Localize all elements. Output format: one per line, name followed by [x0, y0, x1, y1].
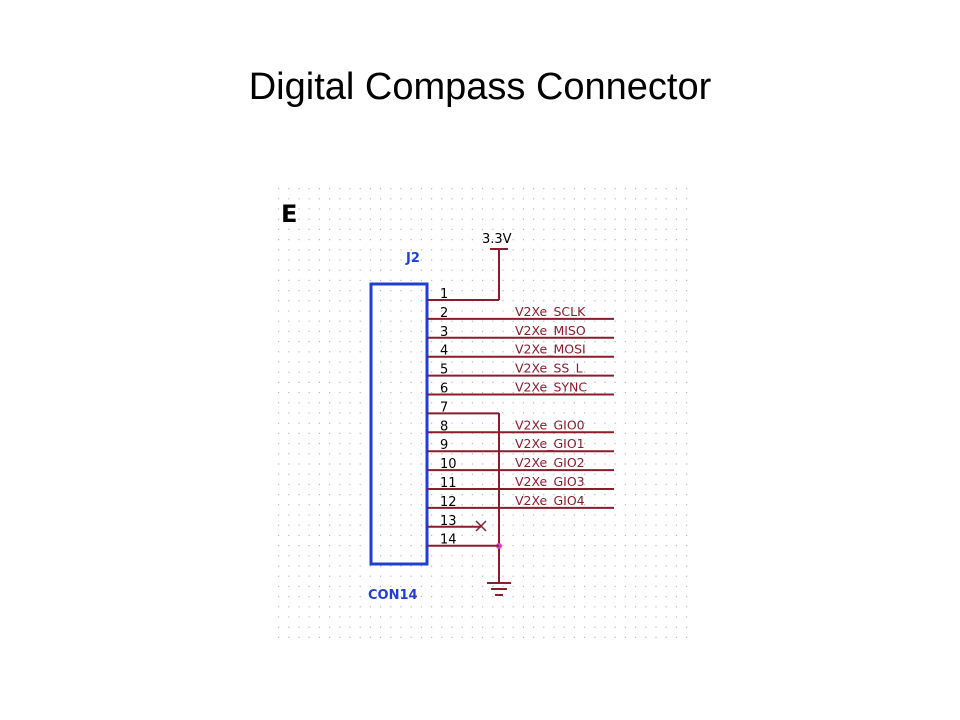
net-label: V2Xe_SCLK	[515, 304, 586, 319]
pin-number: 1	[440, 287, 448, 302]
net-label: V2Xe_SYNC	[515, 380, 587, 395]
power-label: 3.3V	[482, 232, 512, 247]
pin-number: 2	[440, 306, 448, 321]
pin-number: 14	[440, 533, 457, 548]
section-label: E	[281, 200, 297, 228]
pin-number: 11	[440, 476, 457, 491]
connector-body	[369, 282, 429, 566]
net-label: V2Xe_GIO3	[515, 474, 585, 489]
pin-number: 6	[440, 382, 448, 397]
pin-number: 13	[440, 514, 457, 529]
net-label: V2Xe_GIO2	[515, 455, 585, 470]
net-label: V2Xe_MISO	[515, 323, 586, 338]
net-label: V2Xe_MOSI	[515, 342, 586, 357]
pin-number: 10	[440, 457, 457, 472]
component-value-label: CON14	[368, 588, 418, 603]
pin-number: 12	[440, 495, 457, 510]
pin-number: 7	[440, 400, 448, 415]
pin-number: 5	[440, 363, 448, 378]
net-label: V2Xe_GIO4	[515, 493, 585, 508]
net-label: V2Xe_GIO0	[515, 417, 585, 432]
component-ref-label: J2	[405, 251, 420, 266]
pin-number: 8	[440, 419, 448, 434]
net-label: V2Xe_SS_L	[515, 361, 583, 376]
pin-number: 9	[440, 438, 448, 453]
slide-title: Digital Compass Connector	[248, 66, 712, 108]
net-label: V2Xe_GIO1	[515, 436, 585, 451]
pin-number: 4	[440, 344, 448, 359]
pin-number: 3	[440, 325, 448, 340]
